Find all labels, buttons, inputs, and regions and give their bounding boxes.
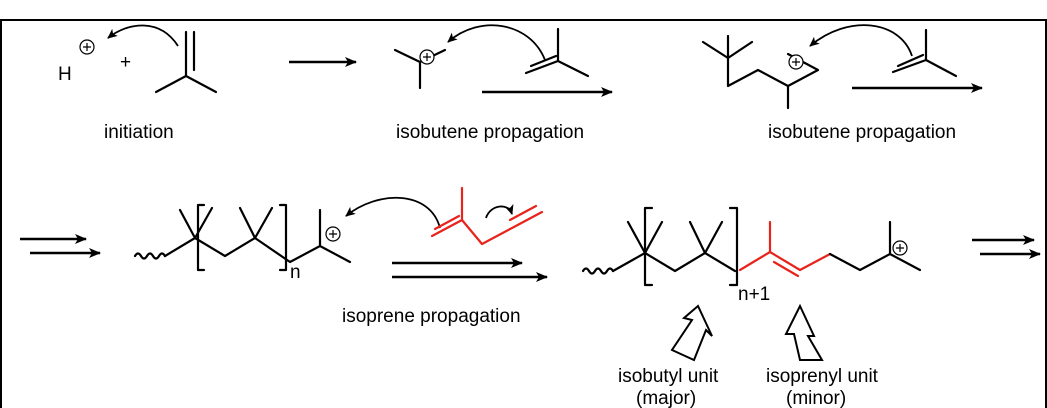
hollow-up-arrow-icon — [784, 303, 824, 361]
proton-charge-icon — [79, 39, 95, 55]
isoprenyl-unit-label: isoprenyl unit — [766, 366, 879, 387]
hollow-up-arrow-icon — [670, 304, 713, 362]
isobutyl-unit-note: (major) — [636, 388, 696, 408]
isobutene-monomer — [891, 28, 958, 78]
isoprene-monomer — [430, 186, 544, 246]
proton-symbol: H — [58, 64, 72, 85]
isobutyl-unit-label: isobutyl unit — [618, 366, 719, 387]
propagation-2-label: isobutene propagation — [768, 122, 956, 143]
propagation-1-label: isobutene propagation — [396, 122, 584, 143]
initiation-label: initiation — [104, 122, 174, 143]
polyisobutylene-cation — [133, 203, 352, 272]
equilibrium-arrows-icon — [972, 235, 1041, 259]
curly-arrow-icon — [447, 24, 546, 61]
repeat-n-plus-1-label: n+1 — [738, 284, 770, 305]
copolymer-cation — [581, 206, 922, 287]
equilibrium-arrows-icon — [20, 234, 101, 258]
tert-butyl-cation — [393, 48, 447, 90]
isoprenyl-unit-note: (minor) — [786, 388, 846, 408]
curly-arrow-icon — [809, 24, 913, 57]
isoprene-propagation-label: isoprene propagation — [342, 306, 521, 327]
dimer-cation — [701, 34, 820, 110]
equilibrium-arrows-icon — [392, 258, 548, 282]
isobutene-monomer — [524, 27, 590, 78]
curly-arrow-icon — [345, 197, 441, 229]
plus-sign: + — [120, 52, 131, 73]
repeat-n-label: n — [290, 262, 301, 283]
curly-arrow-icon — [107, 24, 179, 47]
curly-arrow-icon — [485, 204, 514, 219]
isobutene-molecule — [154, 30, 218, 94]
